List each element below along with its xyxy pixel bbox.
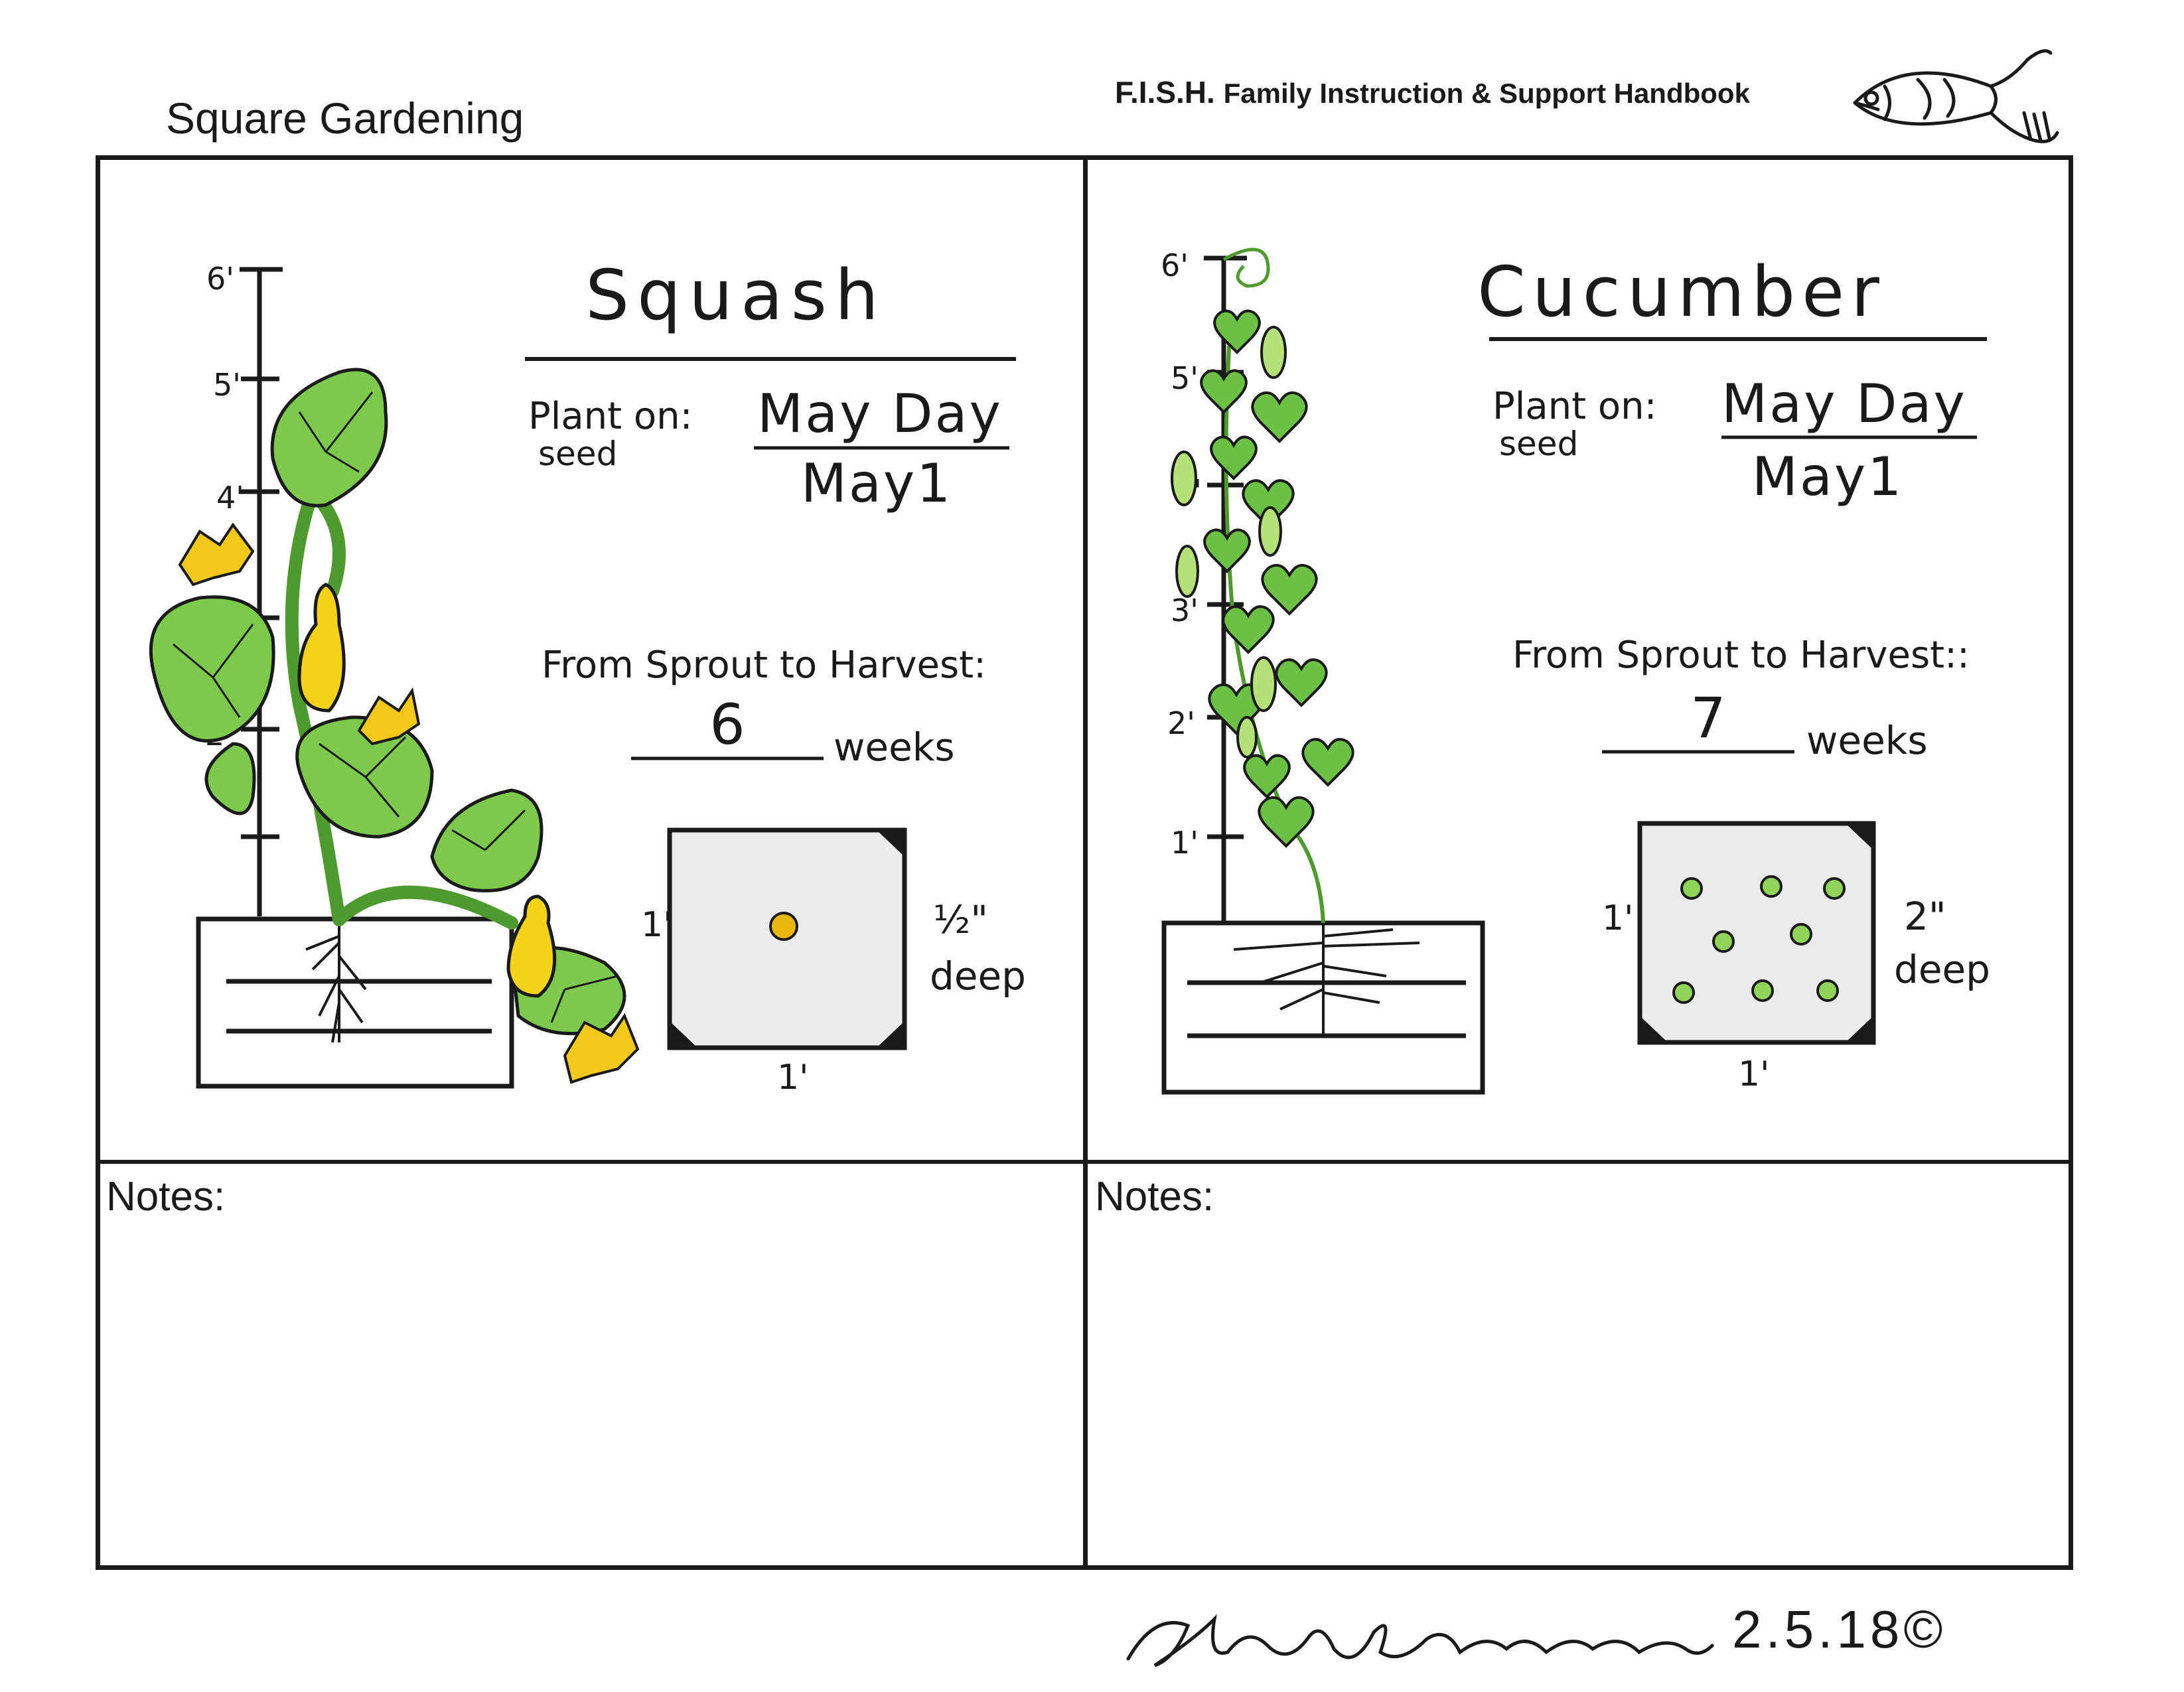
ruler-labels: 6' 5' 4' 3' 2' 1' xyxy=(1161,247,1202,861)
weeks-value: 6 xyxy=(709,692,745,757)
depth-value: ½" xyxy=(933,897,988,942)
ruler-tick-label: 5' xyxy=(1171,360,1199,396)
signature-date-value: 2.5.18 xyxy=(1732,1600,1904,1659)
soil-box xyxy=(196,916,514,1089)
ruler-tick-label: 5' xyxy=(213,367,241,403)
handbook-name: Family Instruction & Support Handbook xyxy=(1223,78,1750,109)
harvest-label: From Sprout to Harvest:: xyxy=(1512,634,1970,677)
squash-illustration: 6' 5' 4' 3' 2' xyxy=(149,255,1026,1097)
square-width-label: 1' xyxy=(1738,1054,1769,1094)
roots xyxy=(1233,923,1420,1036)
square-height-label: 1' xyxy=(641,905,672,945)
crop-name: Squash xyxy=(585,255,887,336)
notes-divider xyxy=(96,1160,2073,1164)
ruler-tick-label: 6' xyxy=(1161,247,1189,283)
ruler-tick-label: 3' xyxy=(1171,593,1199,628)
roots xyxy=(305,923,367,1043)
harvest-label: From Sprout to Harvest: xyxy=(542,644,986,687)
ruler-tick-label: 6' xyxy=(206,261,234,297)
signature xyxy=(1126,1614,1714,1667)
plant-on-label: Plant on: xyxy=(1492,385,1657,428)
copyright-icon: © xyxy=(1903,1600,1947,1659)
seed-label: seed xyxy=(1499,425,1578,463)
weeks-label: weeks xyxy=(1806,718,1928,763)
handbook-title: F.I.S.H. Family Instruction & Support Ha… xyxy=(1115,74,1750,110)
page-title: Square Gardening xyxy=(166,94,524,143)
fish-icon xyxy=(1853,49,2059,143)
weeks-value: 7 xyxy=(1690,685,1725,750)
square-height-label: 1' xyxy=(1602,898,1633,938)
height-ruler xyxy=(1204,255,1247,923)
seed-dots xyxy=(1672,875,1846,1004)
leaves xyxy=(149,368,626,1036)
cucumber-fruits xyxy=(1171,326,1287,758)
signature-date: 2.5.18© xyxy=(1732,1599,1946,1660)
depth-value: 2" xyxy=(1904,894,1946,939)
square-width-label: 1' xyxy=(777,1058,808,1097)
depth-label: deep xyxy=(930,953,1026,999)
tendril xyxy=(1222,247,1270,288)
crop-name: Cucumber xyxy=(1477,251,1886,332)
plant-on-label: Plant on: xyxy=(528,395,693,438)
plant-on-value: May Day xyxy=(1721,373,1967,435)
ruler-tick-label: 2' xyxy=(1167,705,1195,741)
planting-square xyxy=(667,827,907,1050)
cucumber-illustration: 6' 5' 4' 3' 2' 1' xyxy=(1161,247,1990,1095)
notes-label: Notes: xyxy=(1095,1174,1214,1220)
squash-fruit xyxy=(297,583,557,998)
panel-divider xyxy=(1083,155,1088,1570)
plant-on-date: May1 xyxy=(1752,446,1903,508)
plant-on-date: May1 xyxy=(801,453,952,514)
ruler-tick-label: 4' xyxy=(216,480,244,516)
seed-dot xyxy=(769,912,798,941)
plant-on-value: May Day xyxy=(757,383,1003,445)
squash-flowers xyxy=(178,522,640,1084)
height-ruler xyxy=(240,267,283,916)
planting-square xyxy=(1637,821,1876,1045)
notes-label: Notes: xyxy=(106,1174,226,1220)
handbook-abbrev: F.I.S.H. xyxy=(1115,75,1215,109)
ruler-tick-label: 1' xyxy=(1171,825,1199,861)
depth-label: deep xyxy=(1894,947,1990,992)
leaves xyxy=(1200,309,1354,848)
weeks-label: weeks xyxy=(834,725,955,770)
seed-label: seed xyxy=(538,435,617,473)
